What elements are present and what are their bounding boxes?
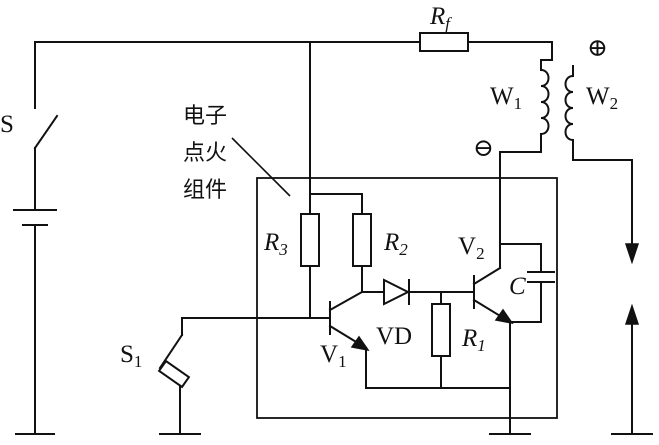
- resistor-r1: [431, 303, 451, 357]
- module-leader-line: [231, 137, 291, 197]
- label-module-line1: 电子: [183, 104, 227, 129]
- minus-terminal-icon: ⊖: [473, 135, 494, 162]
- label-w1: W1: [490, 83, 522, 113]
- v1-emitter-wire: [365, 347, 511, 389]
- label-c: C: [509, 273, 526, 300]
- coil-w2-winding: [564, 74, 575, 142]
- label-r3: R3: [263, 229, 288, 259]
- r2-to-diode-wire: [361, 265, 385, 293]
- top-wire: [34, 41, 553, 61]
- switch-s-blade: [33, 114, 59, 150]
- resistor-rf: [419, 32, 469, 52]
- coil-w1-wire-top: [540, 59, 553, 71]
- label-r1: R1: [461, 325, 486, 355]
- label-module-line2: 点火: [183, 141, 227, 166]
- label-s1: S1: [120, 341, 142, 371]
- transistor-v1-collector: [328, 290, 364, 312]
- r3-r2-bus: [309, 193, 363, 215]
- resistor-r2: [352, 213, 372, 267]
- switch-s1-blade: [158, 333, 184, 370]
- label-w2: W2: [586, 83, 618, 113]
- module-frame: [256, 177, 558, 419]
- switch-s1-body: [157, 359, 191, 389]
- arrow-down-icon: [624, 243, 640, 265]
- label-v2: V2: [458, 233, 485, 263]
- capacitor-top-wire: [499, 243, 542, 273]
- transistor-v2-collector: [472, 266, 502, 286]
- coil-w1-winding: [539, 68, 550, 136]
- label-rf: Rf: [429, 3, 452, 33]
- label-module-line3: 组件: [183, 178, 227, 203]
- label-v1: V1: [320, 341, 347, 371]
- transistor-v1-arrow-icon: [350, 335, 370, 352]
- label-s: S: [0, 111, 14, 138]
- label-vd: VD: [376, 323, 412, 350]
- arrow-up-icon: [624, 303, 640, 325]
- plus-terminal-icon: ⊕: [587, 35, 608, 62]
- diode-vd: [383, 278, 411, 306]
- capacitor-bottom-wire: [509, 281, 542, 323]
- resistor-r3: [300, 213, 320, 267]
- transistor-v2-arrow-icon: [494, 308, 514, 325]
- label-r2: R2: [383, 229, 408, 259]
- coil-w2-wire-bottom: [572, 139, 633, 249]
- s1-input-wire: [181, 317, 331, 336]
- coil-w1-wire-bottom: [499, 133, 542, 179]
